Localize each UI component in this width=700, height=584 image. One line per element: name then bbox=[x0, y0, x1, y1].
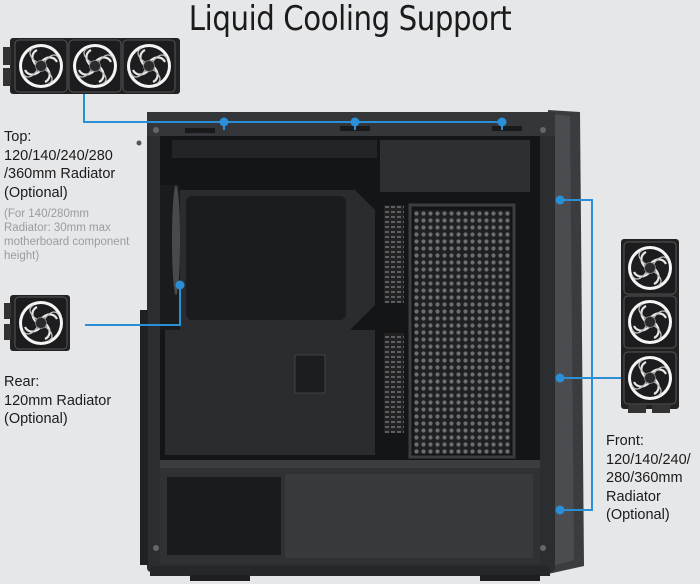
rear-radiator-icon bbox=[4, 295, 70, 351]
top-radiator-note: (For 140/280mm Radiator: 30mm max mother… bbox=[4, 208, 130, 262]
front-radiator-label: Front: 120/140/240/ 280/360mm Radiator (… bbox=[606, 433, 691, 523]
top-radiator-icon bbox=[3, 38, 180, 94]
pc-case bbox=[136, 110, 584, 581]
page-title: Liquid Cooling Support bbox=[188, 0, 512, 39]
connector-lines bbox=[83, 94, 621, 511]
rear-radiator-label: Rear: 120mm Radiator (Optional) bbox=[4, 374, 112, 427]
connector-points bbox=[175, 117, 565, 515]
front-radiator-icon bbox=[621, 239, 679, 413]
top-radiator-label: Top: 120/140/240/280 /360mm Radiator (Op… bbox=[4, 129, 116, 201]
